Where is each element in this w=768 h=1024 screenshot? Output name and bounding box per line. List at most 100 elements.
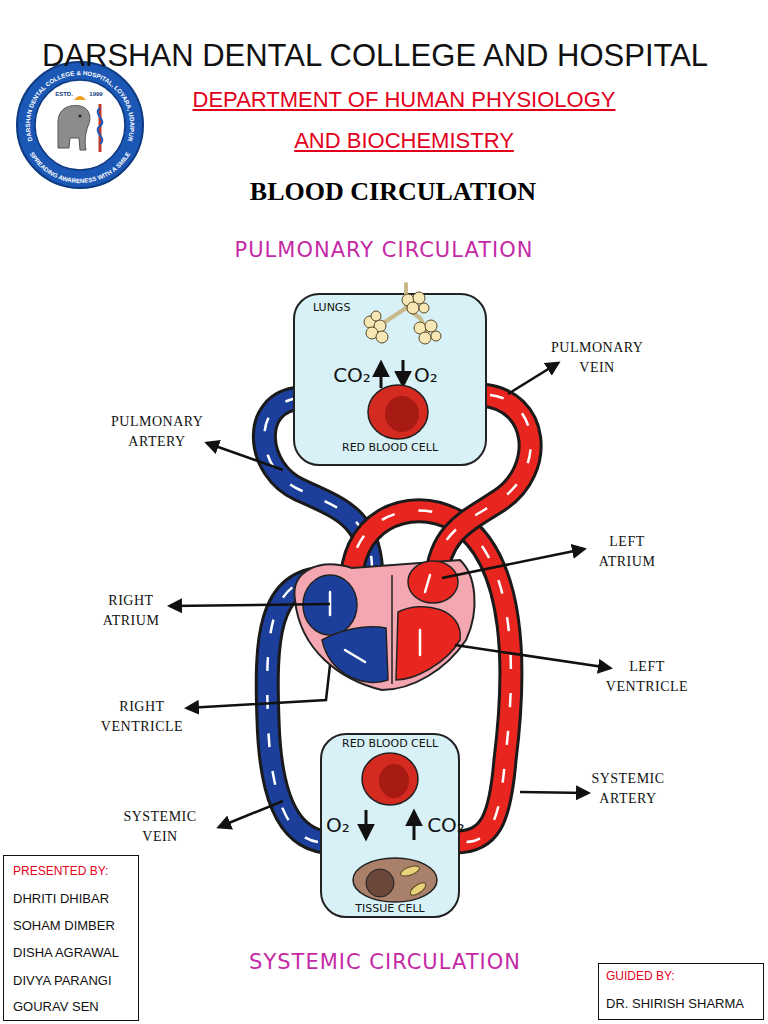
tube-fill <box>267 578 325 842</box>
alveolus <box>431 331 441 341</box>
septum <box>391 575 393 684</box>
cell-body <box>368 385 428 439</box>
cell-body <box>353 858 437 902</box>
alveolus <box>414 322 426 334</box>
mitochondrion <box>399 864 421 878</box>
red-blood-cell <box>362 753 418 805</box>
leader-arrow <box>207 443 283 470</box>
tube-outline <box>267 578 325 842</box>
gas-label: O₂ <box>414 362 438 388</box>
part-label: RIGHT ATRIUM <box>103 591 160 631</box>
flow-dash <box>267 578 320 842</box>
college-logo: DARSHAN DENTAL COLLEGE & HOSPITAL, LOYAR… <box>17 62 143 188</box>
part-label: SYSTEMIC ARTERY <box>591 769 664 809</box>
guide-box: GUIDED BY: DR. SHIRISH SHARMA <box>598 963 764 1020</box>
person-name: DISHA AGRAWAL <box>13 945 119 961</box>
logo-ring-text: DARSHAN DENTAL COLLEGE & HOSPITAL, LOYAR… <box>24 69 136 143</box>
lungs-illustration <box>364 284 441 344</box>
logo-inner <box>35 80 125 170</box>
leader-lines <box>170 363 610 827</box>
systemic-vein-tube <box>267 578 325 842</box>
part-label: LEFT ATRIUM <box>599 532 656 572</box>
logo-year: 1999 <box>89 91 103 97</box>
alveolus <box>419 332 431 344</box>
gas-label: CO₂ <box>427 812 465 838</box>
cell-caption: RED BLOOD CELL <box>342 441 438 455</box>
part-label: PULMONARY ARTERY <box>111 412 203 452</box>
section-heading: PULMONARY CIRCULATION <box>235 236 534 264</box>
cell-dimple <box>385 396 419 432</box>
left-ventricle <box>396 607 460 680</box>
leader-arrow <box>508 363 558 394</box>
alveolus <box>371 311 381 321</box>
cell-caption: TISSUE CELL <box>355 902 424 916</box>
gas-arrow <box>402 360 405 385</box>
part-label: SYSTEMIC VEIN <box>123 807 196 847</box>
logo-motto: SPREADING AWARENESS WITH A SMILE <box>29 151 132 184</box>
gas-arrow <box>380 363 383 388</box>
bronchi <box>375 284 428 332</box>
logo-elephant-eye <box>79 115 82 118</box>
credits-box: PRESENTED BY: DHRITI DHIBAR SOHAM DIMBER DI… <box>3 855 139 1021</box>
alveoli <box>364 292 441 344</box>
cell-caption: RED BLOOD CELL <box>342 737 438 751</box>
logo-estd: ESTD. <box>55 91 73 97</box>
department-heading: AND BIOCHEMISTRY <box>294 127 514 155</box>
cell-dimple <box>379 764 409 798</box>
logo-ring-text: SPREADING AWARENESS WITH A SMILE <box>29 151 132 184</box>
tissue-cell <box>353 858 437 902</box>
gas-label: CO₂ <box>333 362 371 388</box>
logo-elephant <box>58 106 90 150</box>
person-name: DIVYA PARANGI <box>13 973 112 989</box>
part-label: RIGHT VENTRICLE <box>101 697 183 737</box>
person-name: GOURAV SEN <box>13 999 99 1015</box>
mitochondrion <box>408 881 427 898</box>
leader-arrow <box>520 792 588 793</box>
flow-arrow <box>330 575 430 662</box>
heart-illustration <box>294 560 474 690</box>
page-heading: BLOOD CIRCULATION <box>250 176 536 208</box>
red-blood-cell <box>368 385 428 439</box>
right-ventricle <box>322 627 388 683</box>
box-heading: GUIDED BY: <box>606 969 675 984</box>
cell-nucleus <box>366 869 394 897</box>
leader-arrow <box>187 665 330 708</box>
gas-arrow <box>365 810 368 838</box>
person-name: DR. SHIRISH SHARMA <box>606 996 744 1012</box>
cell-body <box>362 753 418 805</box>
leader-arrow <box>455 645 610 668</box>
logo-serpent <box>98 108 103 144</box>
alveolus <box>425 320 437 332</box>
part-label: PULMONARY VEIN <box>551 338 643 378</box>
leader-arrow <box>219 801 283 827</box>
logo-lamp <box>74 96 86 100</box>
leader-arrow <box>442 549 584 578</box>
alveolus <box>366 327 378 339</box>
lungs-box: LUNGS RED BLOOD CELL <box>293 293 487 466</box>
alveolus <box>364 316 376 328</box>
alveolus <box>407 302 419 314</box>
logo-text-path <box>30 75 130 160</box>
logo-ring-text: DARSHAN DENTAL COLLEGE & HOSPITAL, LOYAR… <box>24 69 136 143</box>
logo-ring <box>17 62 143 188</box>
gas-arrow <box>413 812 416 840</box>
tissue-box: RED BLOOD CELL TISSUE CELL <box>320 733 460 918</box>
alveolus <box>376 331 388 343</box>
alveolus <box>374 320 386 332</box>
box-heading: LUNGS <box>313 301 350 315</box>
page-title: DARSHAN DENTAL COLLEGE AND HOSPITAL <box>42 38 708 74</box>
section-heading: SYSTEMIC CIRCULATION <box>249 948 521 976</box>
logo-staff <box>99 104 102 152</box>
left-atrium <box>408 561 458 603</box>
box-heading: PRESENTED BY: <box>13 864 108 879</box>
right-atrium <box>303 575 357 635</box>
department-heading: DEPARTMENT OF HUMAN PHYSIOLOGY <box>193 86 616 114</box>
leader-arrow <box>170 604 330 606</box>
person-name: SOHAM DIMBER <box>13 918 115 934</box>
person-name: DHRITI DHIBAR <box>13 891 109 907</box>
alveolus <box>419 303 429 313</box>
logo-text-path <box>22 125 138 183</box>
